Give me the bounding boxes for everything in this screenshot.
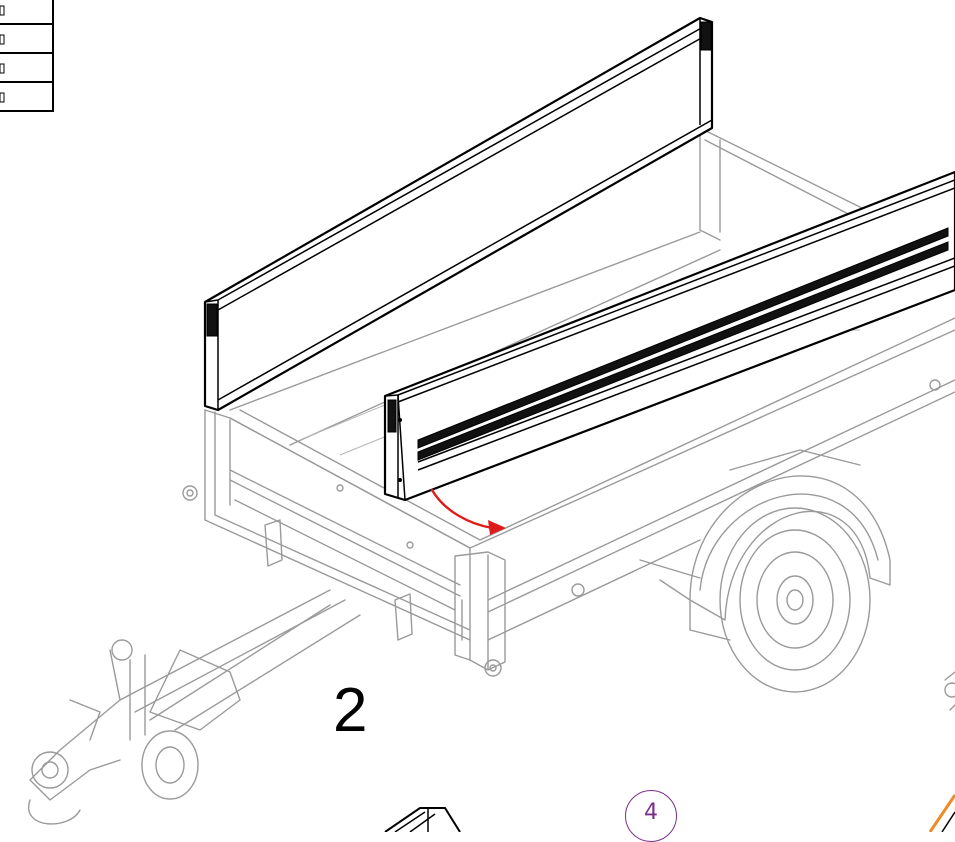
parts-table-row [0,0,54,25]
callout-label: 4 [644,800,658,825]
loose-side-board [383,170,955,502]
callout-circle: 4 [625,790,677,842]
wheel-assembly [639,449,891,693]
rotation-arrow [430,488,506,535]
step-number: 2 [333,676,368,745]
parts-table-marks [0,5,5,103]
drawbar [27,589,361,825]
mounted-side-board [203,16,714,412]
orange-accent [928,794,955,832]
parts-table-row [0,52,54,83]
bottom-part [384,807,461,832]
edge-parts [944,671,955,711]
